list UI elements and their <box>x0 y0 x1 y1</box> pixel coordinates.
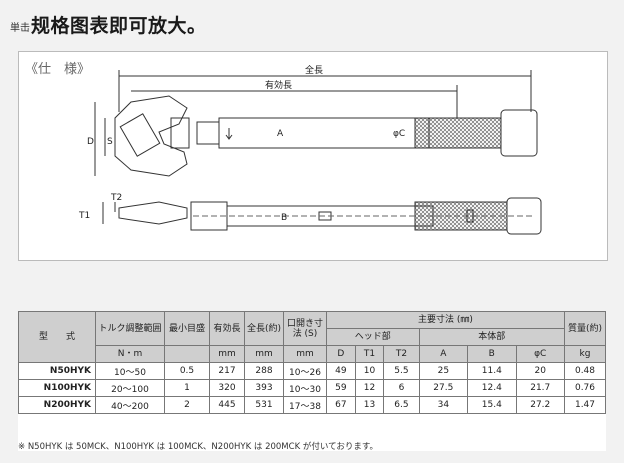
spec-table: 型 式 トルク調整範囲 最小目盛 有効長 全長(約) 口開き寸法 (S) 主要寸… <box>18 311 606 414</box>
th-main: 主要寸法 (㎜) <box>326 311 565 329</box>
th-unit-opening: mm <box>283 345 327 363</box>
spec-label: 《仕 様》 <box>25 62 91 77</box>
th-unit-mass: kg <box>564 345 606 363</box>
label-B: B <box>281 213 287 223</box>
th-unit-min <box>164 345 210 363</box>
th-eff: 有効長 <box>209 311 245 346</box>
page-header: 単击 规格图表即可放大。 <box>10 4 207 38</box>
th-sub-A: A <box>418 345 469 363</box>
wrench-drawing-svg: 全長 有効長 A φC B D S T1 T2 <box>78 64 542 235</box>
th-unit-eff: mm <box>209 345 245 363</box>
th-unit-torque: N・m <box>95 345 165 363</box>
label-overall: 全長 <box>305 64 323 76</box>
th-opening: 口開き寸法 (S) <box>283 311 327 346</box>
header-title[interactable]: 规格图表即可放大。 <box>31 15 207 37</box>
th-mass: 質量(約) <box>564 311 606 346</box>
th-torque: トルク調整範囲 <box>95 311 165 346</box>
label-S: S <box>107 137 113 147</box>
label-T2: T2 <box>110 193 122 203</box>
th-sub-phiC: φC <box>515 345 565 363</box>
table-row: N200HYK 40〜200 2 445 531 17〜38 67 13 6.5… <box>18 396 606 414</box>
label-D: D <box>87 137 94 147</box>
label-phiC: φC <box>393 129 405 139</box>
th-unit-total: mm <box>244 345 284 363</box>
wrench-head-top <box>114 95 188 177</box>
th-sub-T2: T2 <box>383 345 420 363</box>
th-sub-D: D <box>326 345 356 363</box>
th-head: ヘッド部 <box>326 328 420 346</box>
label-A: A <box>277 129 284 139</box>
label-effective: 有効長 <box>265 79 292 91</box>
footnote: ※ N50HYK は 50MCK、N100HYK は 100MCK、N200HY… <box>18 442 378 452</box>
th-sub-T1: T1 <box>354 345 385 363</box>
wrench-head-bottom <box>118 201 188 225</box>
table-row: N100HYK 20〜100 1 320 393 10〜30 59 12 6 2… <box>18 379 606 397</box>
th-model: 型 式 <box>18 311 96 363</box>
spec-drawing[interactable]: 《仕 様》 <box>18 51 608 261</box>
th-total: 全長(約) <box>244 311 284 346</box>
th-min: 最小目盛 <box>164 311 210 346</box>
table-row: N50HYK 10〜50 0.5 217 288 10〜26 49 10 5.5… <box>18 362 606 380</box>
th-body: 本体部 <box>418 328 566 346</box>
header-small-text: 単击 <box>10 23 30 34</box>
th-sub-B: B <box>467 345 517 363</box>
spec-table-wrapper: 型 式 トルク調整範囲 最小目盛 有効長 全長(約) 口開き寸法 (S) 主要寸… <box>18 311 606 451</box>
label-T1: T1 <box>78 211 90 221</box>
